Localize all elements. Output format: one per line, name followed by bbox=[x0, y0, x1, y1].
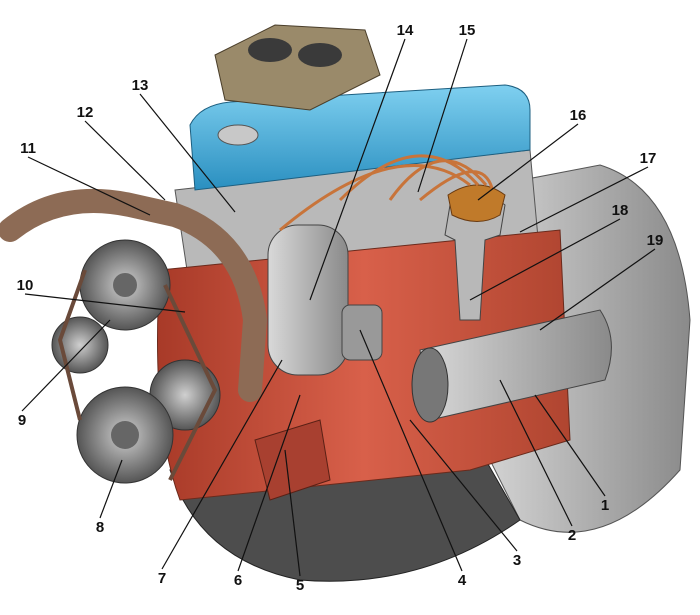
leader-line-16 bbox=[477, 123, 579, 201]
leader-line-4 bbox=[359, 329, 463, 572]
oil-filler-cap bbox=[217, 124, 259, 146]
leader-line-18 bbox=[469, 218, 621, 301]
callout-label-15: 15 bbox=[459, 22, 476, 39]
callout-label-17: 17 bbox=[640, 150, 657, 167]
starter-motor bbox=[419, 309, 612, 421]
callout-label-4: 4 bbox=[458, 572, 467, 589]
callout-label-16: 16 bbox=[570, 107, 587, 124]
drive-belt bbox=[57, 269, 218, 481]
leader-line-11 bbox=[27, 156, 151, 216]
callout-label-5: 5 bbox=[296, 577, 304, 594]
leader-line-8 bbox=[99, 459, 123, 519]
callout-label-12: 12 bbox=[77, 104, 94, 121]
callout-label-8: 8 bbox=[96, 519, 104, 536]
coolant-hose bbox=[0, 188, 268, 402]
leader-line-14 bbox=[309, 38, 406, 301]
callout-label-19: 19 bbox=[647, 232, 664, 249]
leader-line-9 bbox=[21, 319, 111, 412]
leader-line-6 bbox=[237, 394, 301, 572]
leader-line-1 bbox=[534, 394, 606, 497]
callout-label-6: 6 bbox=[234, 572, 242, 589]
callout-label-13: 13 bbox=[132, 77, 149, 94]
leader-line-7 bbox=[161, 359, 283, 570]
leader-line-10 bbox=[24, 293, 186, 313]
fuel-pump bbox=[341, 304, 383, 361]
callout-label-11: 11 bbox=[20, 140, 36, 157]
leader-line-17 bbox=[519, 166, 649, 233]
leader-line-15 bbox=[417, 38, 468, 193]
callout-label-14: 14 bbox=[397, 22, 414, 39]
leader-line-19 bbox=[539, 248, 656, 331]
spark-plug-wires bbox=[279, 154, 494, 232]
leader-line-5 bbox=[284, 449, 301, 577]
oil-filter bbox=[267, 224, 349, 376]
leader-line-3 bbox=[409, 419, 518, 552]
leader-line-2 bbox=[499, 379, 573, 527]
callout-label-1: 1 bbox=[601, 497, 609, 514]
leader-line-12 bbox=[84, 120, 166, 201]
valve-cover bbox=[189, 84, 531, 191]
side-cover bbox=[254, 419, 331, 501]
callout-label-2: 2 bbox=[568, 527, 576, 544]
callout-label-10: 10 bbox=[17, 277, 34, 294]
callout-label-7: 7 bbox=[158, 570, 166, 587]
leader-line-13 bbox=[139, 93, 236, 213]
callout-label-18: 18 bbox=[612, 202, 629, 219]
callout-label-3: 3 bbox=[513, 552, 521, 569]
callout-label-9: 9 bbox=[18, 412, 26, 429]
